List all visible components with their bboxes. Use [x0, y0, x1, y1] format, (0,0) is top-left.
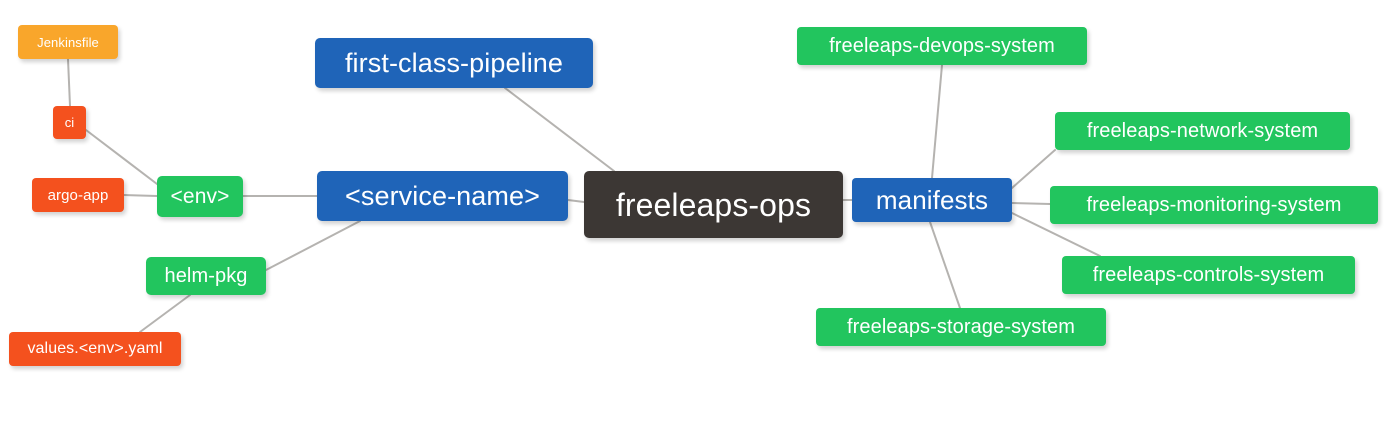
- edge-manifests-to-freeleaps-devops-system: [931, 64, 943, 179]
- edge-ci-to-env: [85, 129, 158, 185]
- mindmap-node-label: ci: [64, 115, 75, 130]
- edge-first-class-pipeline-to-freeleaps-ops: [504, 87, 615, 172]
- mindmap-node-label: freeleaps-devops-system: [829, 35, 1055, 57]
- mindmap-node-label: values.<env>.yaml: [27, 340, 163, 357]
- mindmap-node-freeleaps-network-system[interactable]: freeleaps-network-system: [1055, 112, 1350, 150]
- mindmap-node-label: freeleaps-monitoring-system: [1086, 194, 1342, 216]
- mindmap-node-label: freeleaps-controls-system: [1092, 264, 1325, 286]
- edge-manifests-to-freeleaps-monitoring-system: [1011, 202, 1051, 205]
- edge-manifests-to-freeleaps-controls-system: [1011, 212, 1101, 257]
- mindmap-node-freeleaps-storage-system[interactable]: freeleaps-storage-system: [816, 308, 1106, 346]
- mindmap-node-label: first-class-pipeline: [344, 47, 564, 78]
- mindmap-node-label: Jenkinsfile: [37, 34, 99, 50]
- mindmap-node-label: freeleaps-network-system: [1086, 120, 1319, 142]
- mindmap-node-argo-app[interactable]: argo-app: [32, 178, 124, 212]
- edge-values-yaml-to-helm-pkg: [139, 294, 191, 333]
- mindmap-node-jenkinsfile[interactable]: Jenkinsfile: [18, 25, 118, 59]
- mindmap-node-manifests[interactable]: manifests: [852, 178, 1012, 222]
- mindmap-node-helm-pkg[interactable]: helm-pkg: [146, 257, 266, 295]
- mindmap-node-label: <env>: [170, 185, 230, 208]
- mindmap-node-label: freeleaps-storage-system: [846, 316, 1076, 338]
- edge-manifests-to-freeleaps-network-system: [1011, 149, 1056, 189]
- mindmap-node-freeleaps-monitoring-system[interactable]: freeleaps-monitoring-system: [1050, 186, 1378, 224]
- edge-service-name-to-freeleaps-ops: [567, 199, 585, 203]
- mindmap-node-service-name[interactable]: <service-name>: [317, 171, 568, 221]
- mindmap-node-label: <service-name>: [345, 180, 540, 211]
- mindmap-node-label: manifests: [875, 185, 989, 215]
- mindmap-node-ci[interactable]: ci: [53, 106, 86, 139]
- edge-manifests-to-freeleaps-storage-system: [929, 221, 961, 309]
- mindmap-node-freeleaps-controls-system[interactable]: freeleaps-controls-system: [1062, 256, 1355, 294]
- mindmap-node-label: helm-pkg: [164, 265, 248, 287]
- mindmap-node-env[interactable]: <env>: [157, 176, 243, 217]
- mindmap-node-first-class-pipeline[interactable]: first-class-pipeline: [315, 38, 593, 88]
- edge-argo-app-to-env: [123, 194, 158, 197]
- mindmap-node-label: freeleaps-ops: [615, 186, 812, 223]
- mindmap-node-freeleaps-devops-system[interactable]: freeleaps-devops-system: [797, 27, 1087, 65]
- edge-helm-pkg-to-service-name: [265, 220, 361, 271]
- edge-jenkinsfile-to-ci: [67, 58, 71, 107]
- mindmap-node-freeleaps-ops[interactable]: freeleaps-ops: [584, 171, 843, 238]
- mindmap-node-values-yaml[interactable]: values.<env>.yaml: [9, 332, 181, 366]
- mindmap-node-label: argo-app: [47, 186, 109, 204]
